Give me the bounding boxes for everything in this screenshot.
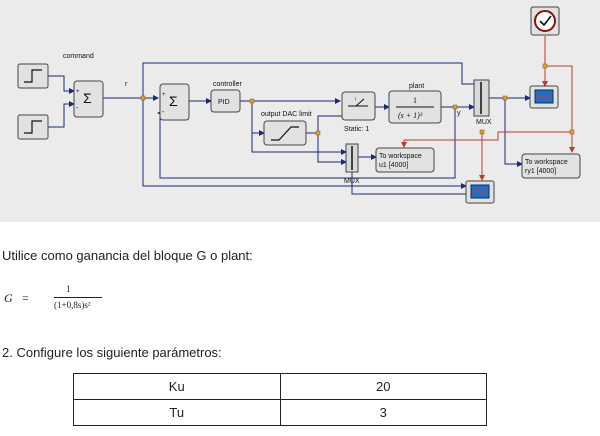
step-block-2[interactable] <box>17 114 49 140</box>
block-diagram: command Σ + - r Σ + - controller PID out… <box>0 0 600 222</box>
mux-label-1: MUX <box>476 119 492 126</box>
y-label: y <box>457 110 461 117</box>
svg-text:↑: ↑ <box>354 97 357 103</box>
sum-block-error[interactable]: Σ + - <box>159 83 190 121</box>
ws1-line1: To workspace <box>379 153 422 160</box>
to-workspace-ry1[interactable]: To workspace ry1 [4000] <box>521 153 581 179</box>
mux-block-1[interactable] <box>473 79 490 117</box>
sum-symbol: Σ <box>83 90 92 106</box>
plant-numerator: 1 <box>413 96 417 105</box>
step-2-text: 2. Configure los siguiente parámetros: <box>2 345 222 360</box>
clock-icon[interactable] <box>530 6 560 36</box>
r-label: r <box>125 81 128 88</box>
ws2-line2: ry1 [4000] <box>525 168 556 175</box>
sign-plus: + <box>76 89 80 95</box>
plant-label: plant <box>409 83 424 90</box>
mux-block-2[interactable] <box>345 143 359 173</box>
table-row: Ku 20 <box>73 373 487 400</box>
dac-label: output DAC limit <box>261 111 312 118</box>
formula-numerator: 1 <box>66 284 71 294</box>
pid-block[interactable]: PID <box>210 89 241 113</box>
gain-formula: G = 1 (1+0,8s)s² <box>2 284 202 324</box>
param-name: Tu <box>73 399 281 426</box>
to-workspace-u1[interactable]: To workspace u1 [4000] <box>375 147 435 173</box>
fraction-bar <box>54 297 102 298</box>
ws1-line2: u1 [4000] <box>379 162 408 169</box>
scope-block-1[interactable] <box>529 85 559 109</box>
parameters-table: Ku 20 Tu 3 <box>73 373 487 426</box>
mux-label-2: MUX <box>344 178 360 185</box>
plant-block[interactable]: 1 (s + 1)³ <box>388 90 442 124</box>
instruction-text: Utilice como ganancia del bloque G o pla… <box>2 248 253 263</box>
formula-denominator: (1+0,8s)s² <box>54 300 91 310</box>
sign-plus: + <box>162 92 166 98</box>
param-name: Ku <box>73 373 281 400</box>
sign-minus: - <box>76 105 79 112</box>
switch-label: Static: 1 <box>344 126 369 133</box>
saturation-block[interactable] <box>263 120 307 146</box>
sign-minus: - <box>162 109 165 116</box>
sum-symbol: Σ <box>169 93 178 109</box>
pid-text: PID <box>218 99 230 106</box>
controller-label: controller <box>213 81 242 88</box>
table-row: Tu 3 <box>73 399 487 426</box>
switch-block[interactable]: ↑ <box>341 91 376 121</box>
step-block-1[interactable] <box>17 63 49 89</box>
sum-block-command[interactable]: Σ + - <box>73 80 104 118</box>
formula-lhs: G <box>4 291 13 305</box>
scope-block-2[interactable] <box>465 180 495 204</box>
plant-denominator: (s + 1)³ <box>398 111 423 120</box>
param-value: 20 <box>279 373 487 400</box>
ws2-line1: To workspace <box>525 159 568 166</box>
param-value: 3 <box>279 399 487 426</box>
formula-equals: = <box>22 291 29 305</box>
command-label: command <box>63 53 94 60</box>
